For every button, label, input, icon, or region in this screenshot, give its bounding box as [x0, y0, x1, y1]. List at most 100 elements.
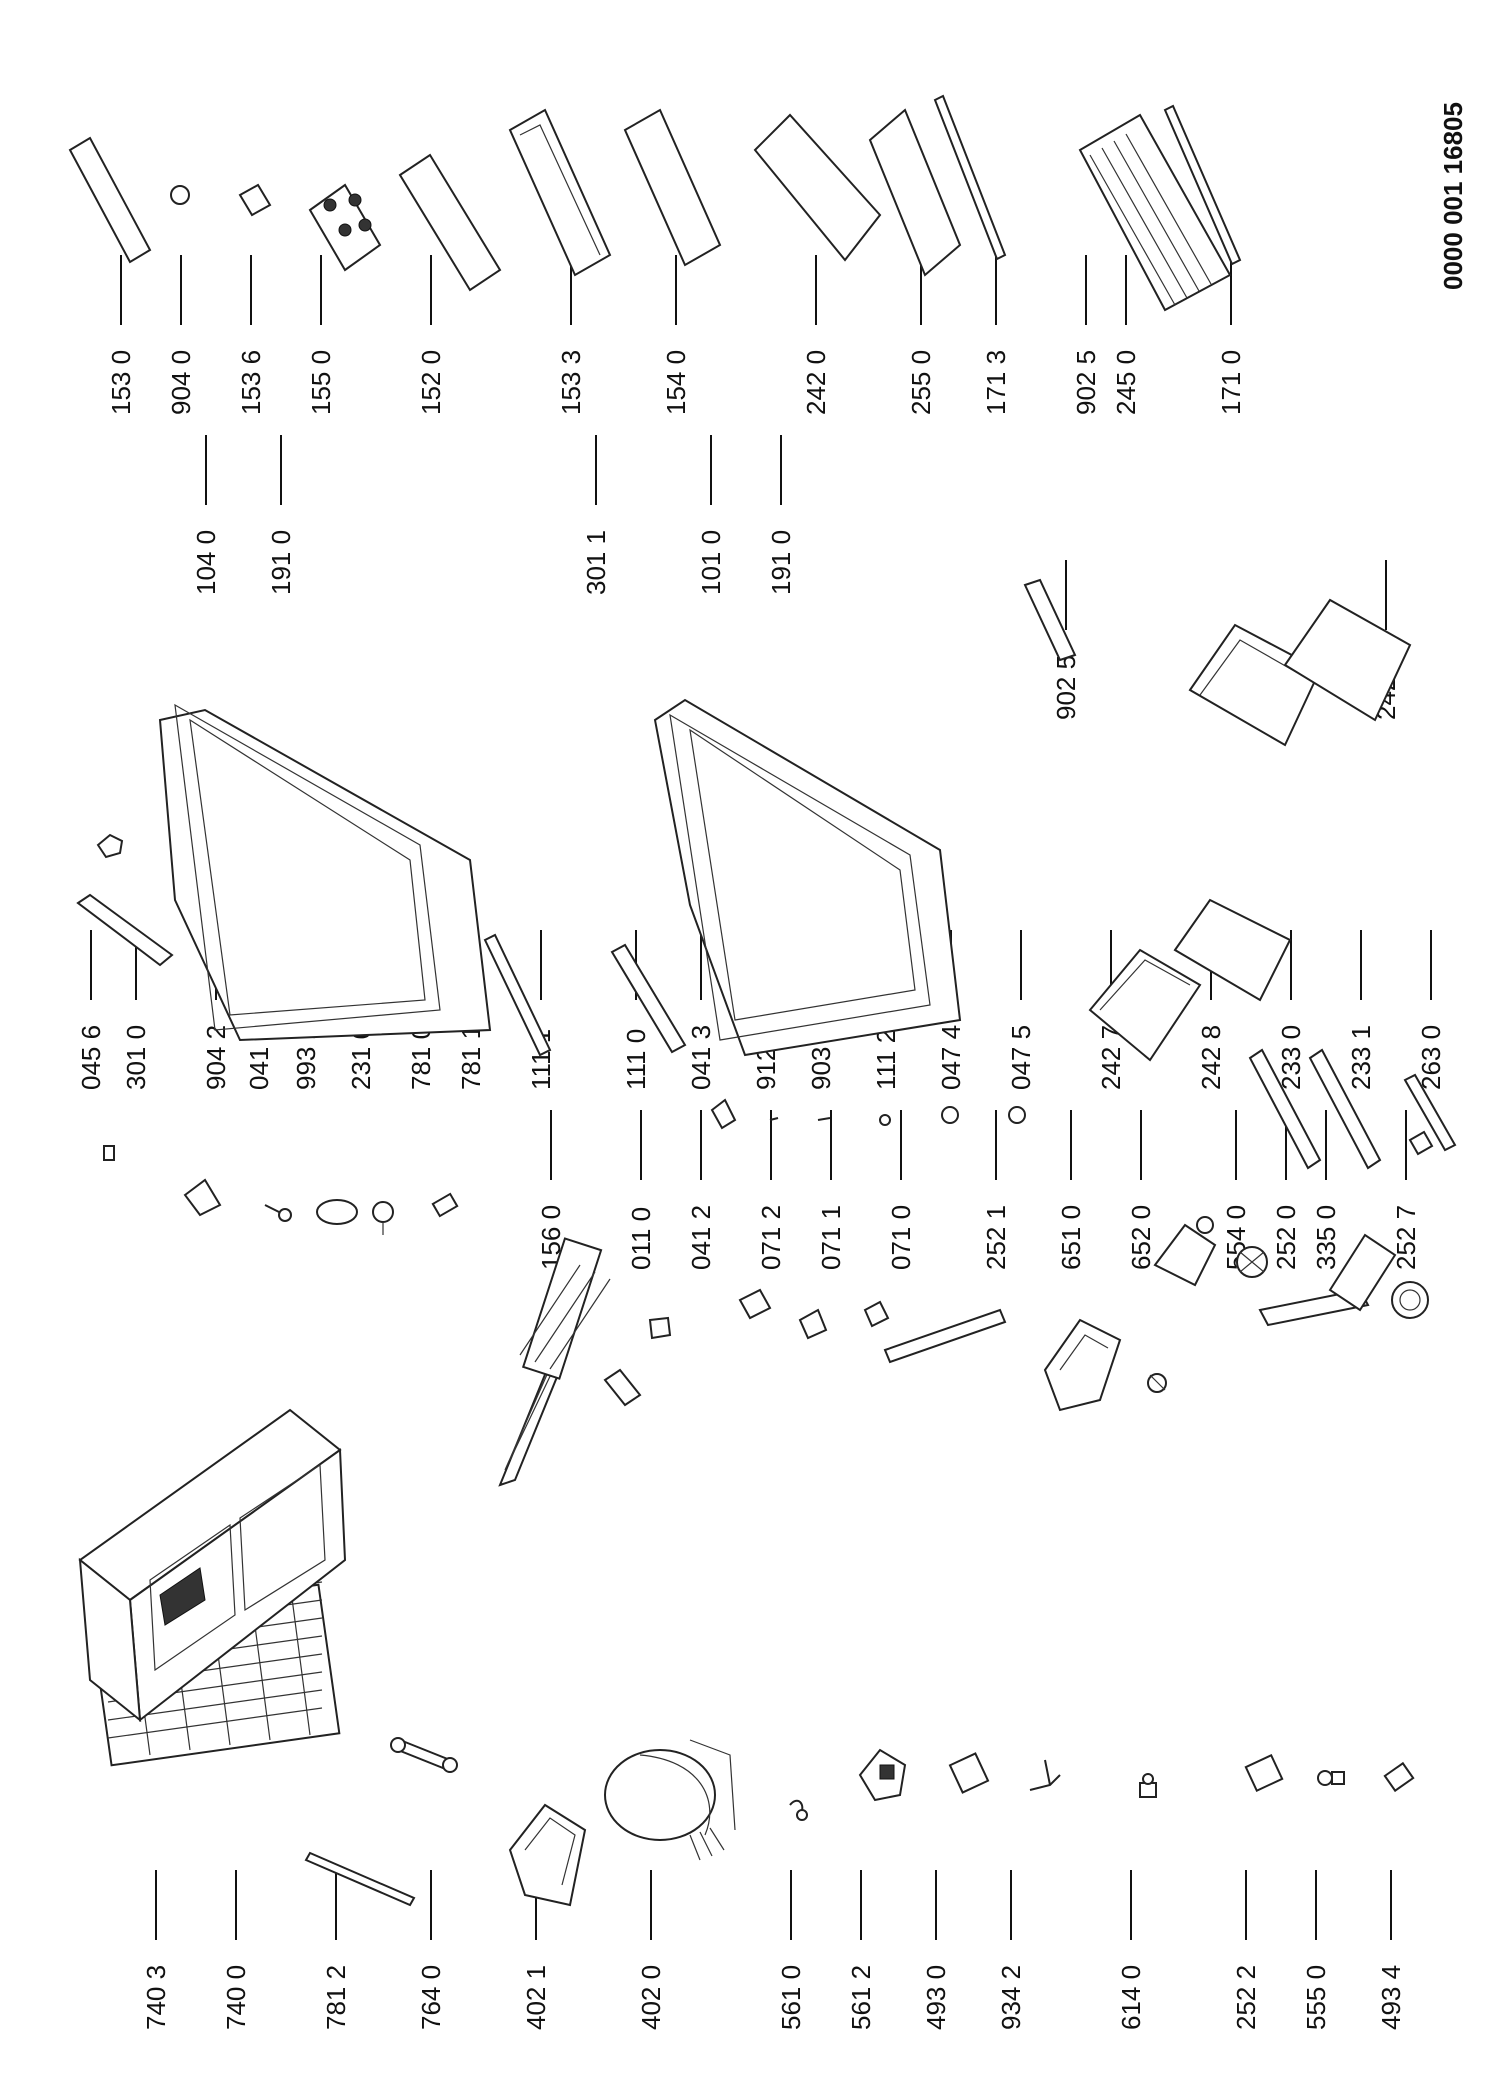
part-number-label: 902 5 — [1071, 350, 1101, 415]
door-shelf-part-3 — [623, 108, 722, 267]
part-number-label: 904 2 — [201, 1025, 231, 1090]
egg-tray-part-small — [238, 183, 272, 217]
tube-part — [390, 1737, 458, 1773]
part-number-label: 191 0 — [766, 530, 796, 595]
part-number-label: 111 2 — [871, 1029, 901, 1090]
part-number-label: 402 0 — [636, 1965, 666, 2030]
thermostat-knob-part — [1153, 1216, 1217, 1287]
pin-part-2 — [817, 1117, 831, 1121]
part-number-label: 155 0 — [306, 350, 336, 415]
part-number-label: 255 0 — [906, 350, 936, 415]
part-number-label: 781 1 — [456, 1025, 486, 1090]
part-number-label: 047 4 — [936, 1025, 966, 1090]
capillary-tube-part — [304, 1851, 416, 1907]
part-number-label: 233 1 — [1346, 1025, 1376, 1090]
rail-part-3 — [1403, 1073, 1457, 1152]
relay-part-1 — [789, 1799, 808, 1821]
part-number-label: 555 0 — [1301, 1965, 1331, 2030]
part-number-label: 233 0 — [1276, 1025, 1306, 1090]
part-number-label: 252 7 — [1391, 1205, 1421, 1270]
rail-part-2 — [1308, 1048, 1382, 1170]
knob-part — [170, 185, 190, 205]
door-bar-part-1 — [68, 136, 152, 264]
part-number-label: 902 5 — [1051, 655, 1081, 720]
part-number-label: 071 2 — [756, 1205, 786, 1270]
handle-strip-part-2 — [610, 943, 687, 1054]
part-number-label: 171 3 — [981, 350, 1011, 415]
part-number-label: 153 6 — [236, 350, 266, 415]
part-number-label: 047 5 — [1006, 1025, 1036, 1090]
part-number-label: 045 6 — [76, 1025, 106, 1090]
part-number-label: 071 1 — [816, 1205, 846, 1270]
part-number-label: 652 0 — [1126, 1205, 1156, 1270]
pin-part-3 — [879, 1114, 891, 1126]
lamp-part — [1147, 1373, 1167, 1393]
switch-part — [1236, 1246, 1268, 1278]
part-number-label: 402 1 — [521, 1965, 551, 2030]
part-number-label: 781 2 — [321, 1965, 351, 2030]
part-number-label: 904 0 — [166, 350, 196, 415]
part-number-label: 041 2 — [686, 1205, 716, 1270]
part-number-label: 252 2 — [1231, 1965, 1261, 2030]
part-number-label: 242 8 — [1196, 1025, 1226, 1090]
part-number-label: 263 0 — [1416, 1025, 1446, 1090]
part-number-label: 154 0 — [661, 350, 691, 415]
hinge-part-4 — [863, 1300, 890, 1328]
part-number-label: 153 3 — [556, 350, 586, 415]
part-number-label: 740 3 — [141, 1965, 171, 2030]
shelf-trim-part-2 — [1163, 104, 1242, 266]
part-number-label: 153 0 — [106, 350, 136, 415]
clip-part — [1408, 1130, 1434, 1156]
freezer-drawer-part-2 — [1283, 598, 1412, 722]
overload-part — [948, 1752, 990, 1794]
door-shelf-part-1 — [398, 153, 502, 292]
shelf-strip-part — [1023, 578, 1077, 662]
fridge-door-part — [653, 698, 962, 1057]
part-illustrations — [68, 94, 1457, 1907]
handle-strip-part-1 — [76, 893, 174, 967]
part-number-label: 764 0 — [416, 1965, 446, 2030]
part-number-label: 493 0 — [921, 1965, 951, 2030]
part-number-label: 041 3 — [686, 1025, 716, 1090]
drier-part — [96, 833, 124, 859]
connector-part — [1139, 1773, 1157, 1798]
wire-part — [1029, 1759, 1061, 1791]
part-number-label: 781 0 — [406, 1025, 436, 1090]
part-number-label: 245 0 — [1111, 350, 1141, 415]
part-number-label: 252 1 — [981, 1205, 1011, 1270]
compressor-part — [604, 1739, 736, 1861]
part-number-label: 101 0 — [696, 530, 726, 595]
egg-tray-part — [308, 183, 382, 272]
freezer-door-handle-part — [483, 933, 552, 1057]
part-number-label: 111 0 — [621, 1029, 651, 1090]
wire-shelf-part — [1078, 113, 1232, 312]
part-number-label: 651 0 — [1056, 1205, 1086, 1270]
glass-shelf-part — [868, 108, 962, 277]
pin-part — [769, 1117, 779, 1121]
part-number-label: 191 0 — [266, 530, 296, 595]
hinge-part-2 — [738, 1288, 772, 1320]
cover-part — [1383, 1761, 1415, 1793]
part-number-label: 252 0 — [1271, 1205, 1301, 1270]
part-number-label: 301 0 — [121, 1025, 151, 1090]
screw-part — [264, 1204, 292, 1222]
control-housing-part — [1043, 1318, 1122, 1412]
rail-part-1 — [1248, 1048, 1322, 1170]
hinge-part-3 — [798, 1308, 828, 1340]
door-shelf-part-2 — [508, 108, 612, 277]
part-number-label: 011 0 — [626, 1207, 656, 1270]
cabinet-part — [78, 1408, 347, 1723]
part-number-label: 301 1 — [581, 530, 611, 595]
part-number-label: 614 0 — [1116, 1965, 1146, 2030]
hinge-bracket-part — [183, 1178, 222, 1217]
bush-part-2 — [1008, 1106, 1026, 1124]
foot-part — [316, 1199, 358, 1225]
ice-tray-part — [519, 1237, 611, 1380]
lamp-cover-part — [1258, 1233, 1397, 1327]
spacer-part — [431, 1192, 459, 1218]
part-number-label: 152 0 — [416, 350, 446, 415]
control-box-part — [1391, 1281, 1429, 1319]
lamp-holder-part — [1317, 1770, 1345, 1786]
